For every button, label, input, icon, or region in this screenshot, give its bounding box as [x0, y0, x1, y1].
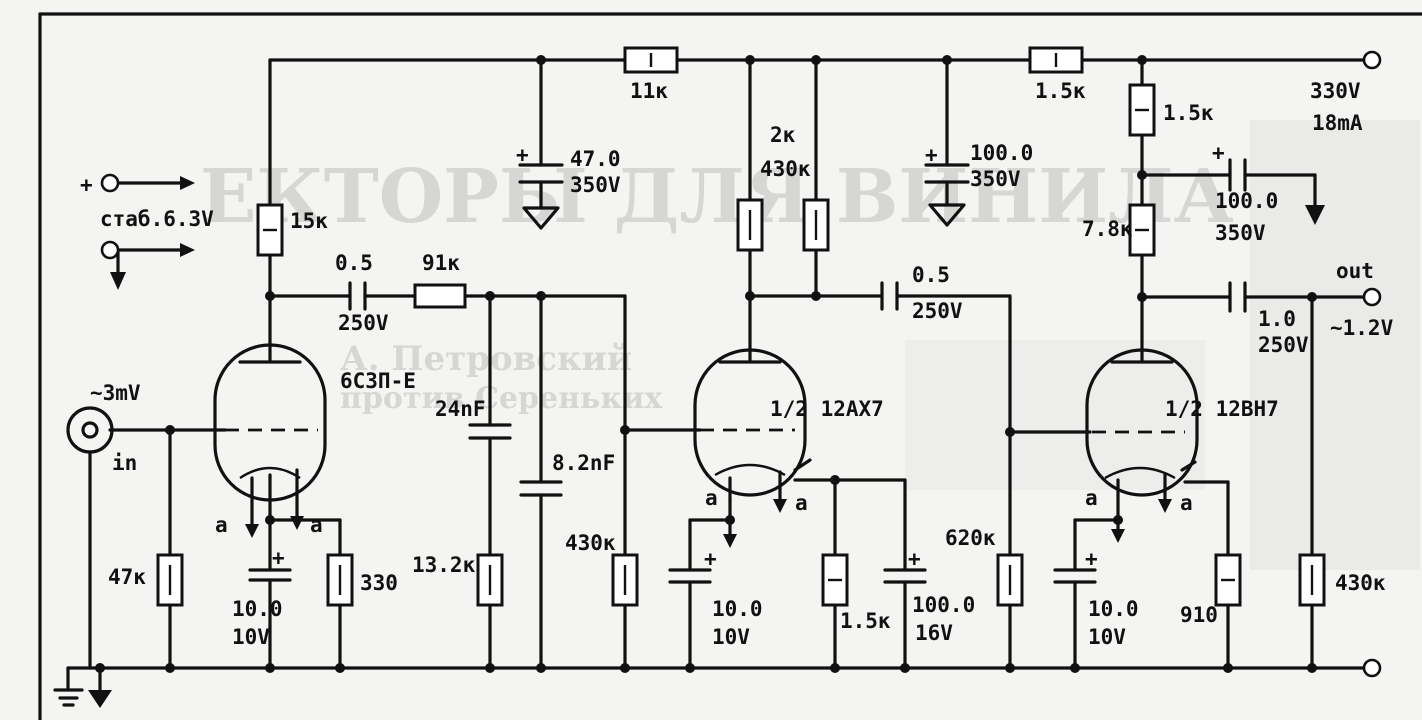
resistors [156, 46, 1326, 607]
capacitors [248, 158, 1247, 584]
label-c-100-mid-value: 100.0 [970, 141, 1033, 165]
label-r-7-8k: 7.8к [1082, 217, 1133, 241]
label-heater-a4: a [795, 491, 808, 515]
label-r-430k-left: 430к [565, 531, 616, 555]
label-c-10-1-voltage: 10V [232, 625, 270, 649]
resistor-430k-out [1298, 553, 1326, 607]
label-heater-a6: a [1180, 491, 1193, 515]
label-r-1-5k-cathode: 1.5к [840, 609, 891, 633]
label-c-8-2nf: 8.2nF [552, 451, 615, 475]
label-c-10-2-voltage: 10V [712, 625, 750, 649]
label-r-91k: 91к [422, 251, 460, 275]
label-c-10-2-plus: + [704, 547, 717, 571]
label-heater-a1: a [215, 513, 228, 537]
page-frame [38, 12, 1422, 720]
label-r-2k: 2к [770, 123, 796, 147]
label-c-100-right-voltage: 350V [1215, 221, 1266, 245]
label-r-910: 910 [1180, 603, 1218, 627]
tube-12bh7 [1085, 348, 1199, 497]
label-c-100-mid-voltage: 350V [970, 167, 1021, 191]
label-out-voltage: ~1.2V [1330, 316, 1394, 340]
tube-6s3p-e [213, 343, 327, 502]
label-c-1-0-voltage: 250V [1258, 333, 1309, 357]
label-c-47-voltage: 350V [570, 173, 621, 197]
label-tube2: 1/2 12AX7 [770, 397, 884, 421]
label-c-100-cathode-value: 100.0 [912, 593, 975, 617]
label-supply-voltage: 330V [1310, 79, 1361, 103]
ground-symbols [53, 203, 966, 707]
label-c-100-right-plus: + [1212, 141, 1225, 165]
label-tube3: 1/2 12BH7 [1165, 397, 1279, 421]
bleed-author-line2: против Сереньких [340, 381, 663, 416]
label-out: out [1336, 259, 1374, 283]
label-r-1-5k-right: 1.5к [1163, 101, 1214, 125]
label-c-10-1-value: 10.0 [232, 597, 283, 621]
label-heater-a3: a [705, 486, 718, 510]
label-r-47k: 47к [108, 565, 146, 589]
label-c-100-mid-plus: + [925, 143, 938, 167]
tube-12ax7 [693, 348, 812, 502]
label-r-13-2k: 13.2к [412, 553, 476, 577]
input-jack [66, 406, 114, 454]
label-c-1-0-value: 1.0 [1258, 307, 1296, 331]
label-plus-input: + [80, 173, 93, 197]
label-r-1-5k-top: 1.5к [1035, 79, 1086, 103]
background-bleed-text: ЕКТОРЫ ДЛЯ ВИНИЛА А. Петровский против С… [200, 120, 1420, 570]
label-r-11k: 11к [630, 79, 668, 103]
terminals [100, 50, 1382, 678]
label-heater-a2: a [310, 513, 323, 537]
label-r-430k-out: 430к [1335, 571, 1386, 595]
arrows [88, 176, 1325, 708]
label-c-10-3-value: 10.0 [1088, 597, 1139, 621]
label-tube1: 6С3П-Е [340, 369, 416, 393]
junction-dots [95, 55, 1317, 673]
label-input: in [112, 451, 137, 475]
resistor-91k [413, 283, 467, 309]
label-r-430k-mid: 430к [760, 157, 811, 181]
label-c-10-3-voltage: 10V [1088, 625, 1126, 649]
label-r-330: 330 [360, 571, 398, 595]
bleed-heading: ЕКТОРЫ ДЛЯ ВИНИЛА [200, 154, 1234, 240]
component-labels: 11к 1.5к 330V 18mA 1.5к 47.0 350V + + ст… [80, 79, 1394, 649]
label-c-100-cathode-plus: + [908, 547, 921, 571]
label-r-15k: 15к [290, 209, 328, 233]
label-stab: стаб.6.3V [100, 207, 214, 231]
label-heater-a5: a [1085, 486, 1098, 510]
bleed-author-line1: А. Петровский [340, 339, 632, 379]
label-c-10-1-plus: + [272, 546, 285, 570]
terminal-b-plus [1362, 50, 1382, 70]
terminal-ground [1362, 658, 1382, 678]
label-input-level: ~3mV [90, 381, 141, 405]
label-r-620k: 620к [945, 526, 996, 550]
label-supply-current: 18mA [1312, 111, 1363, 135]
label-c-0-5-mid-value: 0.5 [912, 263, 950, 287]
label-c-47-plus: + [516, 143, 529, 167]
label-c-0-5-mid-voltage: 250V [912, 299, 963, 323]
terminal-out [1362, 287, 1382, 307]
terminal-stab-minus [100, 240, 120, 260]
label-c-24nf: 24nF [435, 397, 486, 421]
label-c-47-value: 47.0 [570, 147, 621, 171]
label-c-100-right-value: 100.0 [1215, 189, 1278, 213]
label-c-0-5-left-voltage: 250V [338, 311, 389, 335]
label-c-10-2-value: 10.0 [712, 597, 763, 621]
label-c-0-5-left-value: 0.5 [335, 251, 373, 275]
label-c-10-3-plus: + [1085, 547, 1098, 571]
terminal-stab-plus [100, 173, 120, 193]
label-c-100-cathode-voltage: 16V [915, 621, 953, 645]
